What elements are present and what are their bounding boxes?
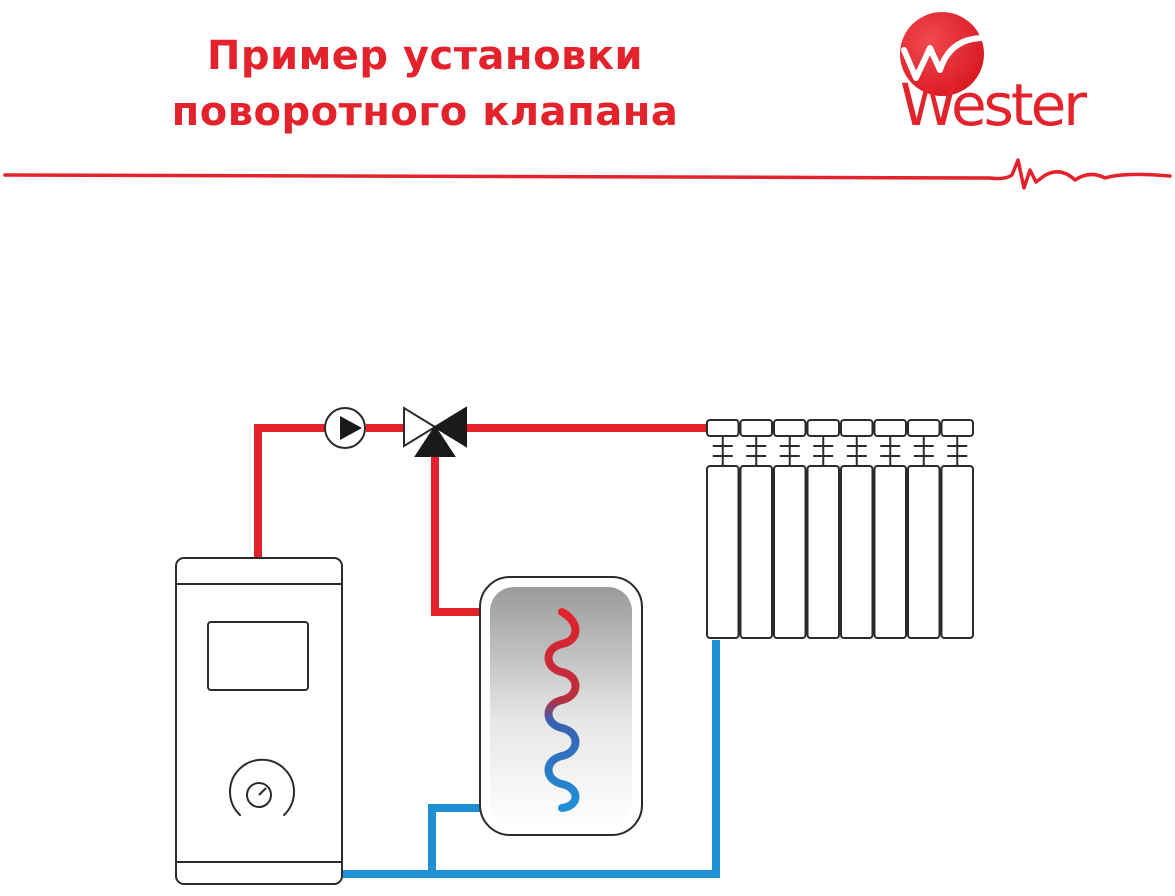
- radiator-section: [806, 465, 840, 639]
- radiator-section: [907, 465, 941, 639]
- radiator-section: [739, 465, 773, 639]
- tank-icon: [479, 576, 643, 836]
- radiator-section-cap: [940, 419, 974, 437]
- radiator-section-cap: [773, 419, 807, 437]
- page-title-line-2: поворотного клапана: [171, 89, 679, 135]
- boiler-display: [207, 621, 309, 691]
- boiler-icon: [175, 557, 343, 885]
- radiator-section-cap: [907, 419, 941, 437]
- logo-wordmark: Wester: [900, 71, 1087, 139]
- radiator-section-cap: [739, 419, 773, 437]
- radiator-icon: [706, 419, 974, 639]
- page-title-line-1: Пример установки: [206, 33, 644, 79]
- wester-logo-icon: [900, 12, 987, 96]
- radiator-section: [840, 465, 874, 639]
- three-way-valve-icon: [403, 406, 467, 457]
- radiator-section-cap: [706, 419, 740, 437]
- page-title: Пример установки поворотного клапана: [0, 28, 850, 140]
- radiator-section-cap: [840, 419, 874, 437]
- radiator-section: [706, 465, 740, 639]
- radiator-section: [940, 465, 974, 639]
- radiator-section-cap: [806, 419, 840, 437]
- coil-icon: [544, 608, 580, 812]
- header-divider-line: [3, 158, 1172, 190]
- radiator-section-cap: [873, 419, 907, 437]
- hot-supply-pipes: [254, 424, 706, 616]
- thermometer-dial-icon: [229, 758, 295, 816]
- radiator-section: [873, 465, 907, 639]
- pump-icon: [324, 407, 366, 449]
- radiator-section: [773, 465, 807, 639]
